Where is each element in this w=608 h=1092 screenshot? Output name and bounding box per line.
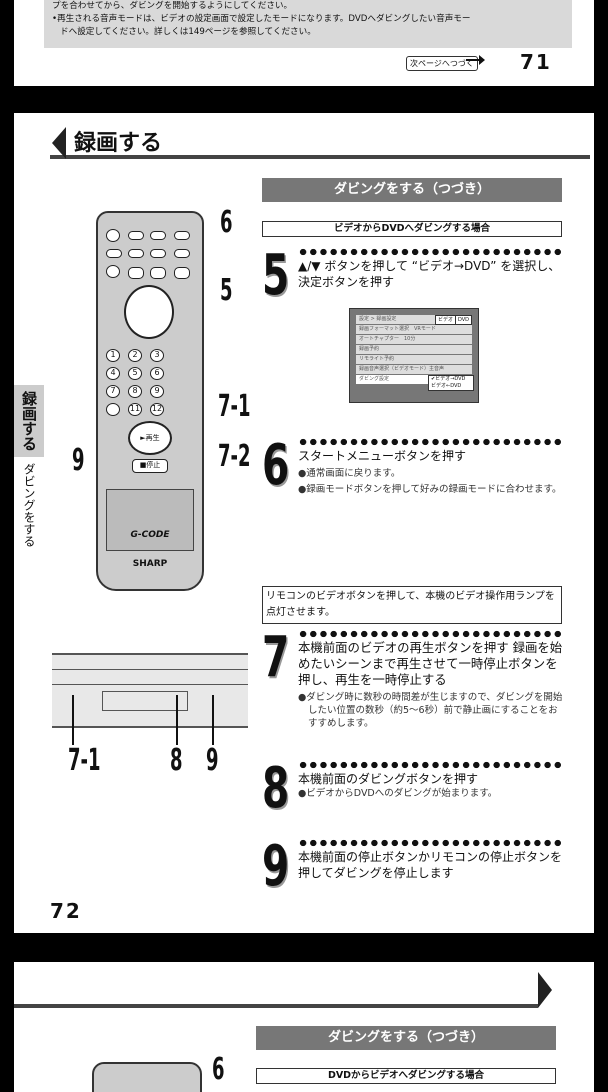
step-title: 本機前面のビデオの再生ボタンを押す 録画を始めたいシーンまで再生させて一時停止ボ…: [298, 640, 563, 687]
bullet: ●通常画面に戻ります。: [298, 468, 401, 479]
remote-control-illustration: [92, 1062, 202, 1092]
step-number: 7: [262, 625, 290, 690]
triangle-right-icon: [538, 972, 552, 1008]
page-number: 72: [50, 899, 82, 923]
step-title: スタートメニューボタンを押す: [298, 449, 467, 463]
side-subtitle: ダビングをする: [22, 463, 36, 547]
callout: 7-1: [218, 389, 251, 424]
stop-button-illustration: ■停止: [132, 459, 168, 473]
screen-tab-video: ビデオ: [434, 315, 456, 325]
subsection-title: ビデオからDVDへダビングする場合: [262, 221, 562, 237]
page-71: プを合わせてから、ダビングを開始するようにしてください。 •再生される音声モード…: [14, 0, 594, 86]
callout: 6: [212, 1052, 225, 1087]
bullet: ●ビデオからDVDへのダビングが始まります。: [298, 788, 498, 799]
step-number: 5: [262, 243, 290, 308]
screen-row: 録画フォーマット選択 VRモード: [356, 325, 472, 334]
screen-row: リモライト予約: [356, 355, 472, 364]
screen-option: ビデオ←DVD: [431, 383, 462, 389]
note-line: •再生される音声モードは、ビデオの設定画面で設定したモードになります。DVDへダ…: [52, 14, 471, 24]
callout: 7-1: [68, 743, 101, 778]
step-title: 本機前面の停止ボタンかリモコンの停止ボタンを押してダビングを停止します: [298, 850, 563, 880]
note-line: ドへ設定してください。詳しくは149ページを参照してください。: [60, 27, 316, 37]
step-title: ▲/▼ ボタンを押して “ビデオ→DVD” を選択し、決定ボタンを押す: [298, 259, 561, 289]
page-73: ダビングをする（つづき） DVDからビデオへダビングする場合 6: [14, 962, 594, 1092]
chapter-title: 録画する: [74, 131, 163, 156]
note-box: プを合わせてから、ダビングを開始するようにしてください。 •再生される音声モード…: [44, 0, 572, 48]
screen-row: 録画予約: [356, 345, 472, 354]
page-number: 71: [520, 50, 552, 74]
callout: 5: [220, 273, 233, 308]
screen-tab-dvd: DVD: [454, 315, 472, 325]
callout: 6: [220, 205, 233, 240]
gcode-label: G-CODE: [106, 489, 194, 551]
callout: 8: [170, 743, 183, 778]
step-number: 6: [262, 433, 290, 498]
next-page-label: 次ページへつづく: [406, 56, 478, 71]
section-band: ダビングをする（つづき）: [256, 1026, 556, 1050]
step-body: 本機前面のビデオの再生ボタンを押す 録画を始めたいシーンまで再生させて一時停止ボ…: [298, 640, 566, 730]
screen-option: ✔ビデオ→DVD: [431, 376, 466, 382]
triangle-left-icon: [52, 127, 66, 159]
step-body: 本機前面のダビングボタンを押す ●ビデオからDVDへのダビングが始まります。: [298, 771, 566, 800]
arrow-right-icon: [466, 55, 485, 65]
step-title: 本機前面のダビングボタンを押す: [298, 772, 479, 786]
settings-screen-illustration: 設定 > 録画設定 録画フォーマット選択 VRモード オートチャプター 10分 …: [349, 308, 479, 403]
callout: 7-2: [218, 439, 251, 474]
bullet: ●録画モードボタンを押して好みの録画モードに合わせます。: [298, 484, 562, 495]
step-body: スタートメニューボタンを押す ●通常画面に戻ります。 ●録画モードボタンを押して好み…: [298, 448, 566, 496]
callout: 9: [206, 743, 219, 778]
brand-logo: SHARP: [132, 559, 168, 569]
step-number: 8: [262, 756, 290, 821]
info-box: リモコンのビデオボタンを押して、本機のビデオ操作用ランプを点灯させます。: [262, 586, 562, 624]
screen-row: オートチャプター 10分: [356, 335, 472, 344]
screen-row: ダビング設定: [356, 375, 472, 384]
screen-header: 設定 > 録画設定: [356, 315, 472, 324]
side-tab: 録画する: [14, 385, 44, 457]
screen-row: 録画音声選択（ビデオモード）主音声: [356, 365, 472, 374]
section-band: ダビングをする（つづき）: [262, 178, 562, 202]
step-number: 9: [262, 834, 290, 899]
chapter-header: [14, 972, 538, 1008]
callout: 9: [72, 443, 85, 478]
bullet: ●ダビング時に数秒の時間差が生じますので、ダビングを開始したい位置の数秒（約5〜…: [298, 692, 563, 729]
chapter-header: 録画する: [50, 123, 590, 159]
note-line: プを合わせてから、ダビングを開始するようにしてください。: [52, 1, 293, 11]
play-button-illustration: ►再生: [128, 421, 172, 455]
deck-front-illustration: [52, 653, 248, 728]
subsection-title: DVDからビデオへダビングする場合: [256, 1068, 556, 1084]
